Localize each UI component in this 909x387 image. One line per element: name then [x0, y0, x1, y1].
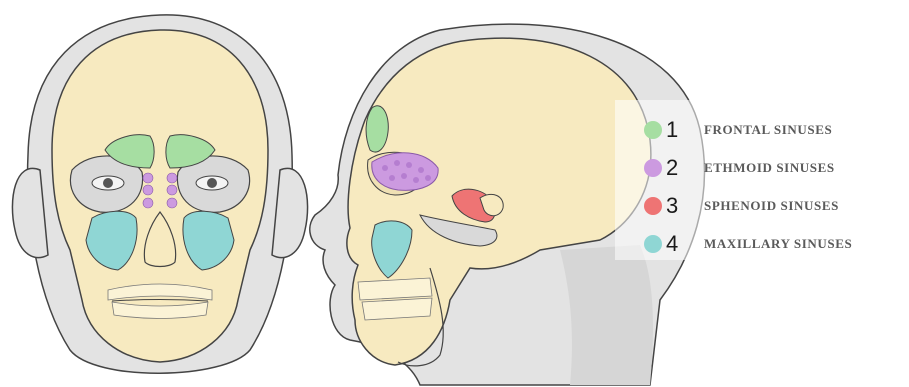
teal-dot-icon	[644, 235, 662, 253]
purple-dot-icon	[644, 159, 662, 177]
legend-number: 2	[666, 153, 678, 183]
legend-item-maxillary: 4 MAXILLARY SINUSES	[640, 229, 905, 259]
front-left-iris	[103, 178, 113, 188]
legend-number: 4	[666, 229, 678, 259]
legend-number: 3	[666, 191, 678, 221]
green-dot-icon	[644, 121, 662, 139]
red-dot-icon	[644, 197, 662, 215]
legend-item-frontal: 1 FRONTAL SINUSES	[640, 115, 905, 145]
side-neck-shadow	[560, 245, 653, 385]
legend-label: ETHMOID SINUSES	[704, 153, 835, 183]
legend-label: SPHENOID SINUSES	[704, 191, 839, 221]
legend-number: 1	[666, 115, 678, 145]
legend-label: MAXILLARY SINUSES	[704, 229, 852, 259]
front-right-iris	[207, 178, 217, 188]
legend-item-sphenoid: 3 SPHENOID SINUSES	[640, 191, 905, 221]
legend-label: FRONTAL SINUSES	[704, 115, 832, 145]
legend-item-ethmoid: 2 ETHMOID SINUSES	[640, 153, 905, 183]
side-ethmoid-sinus	[372, 153, 438, 191]
front-view-head	[12, 15, 307, 373]
